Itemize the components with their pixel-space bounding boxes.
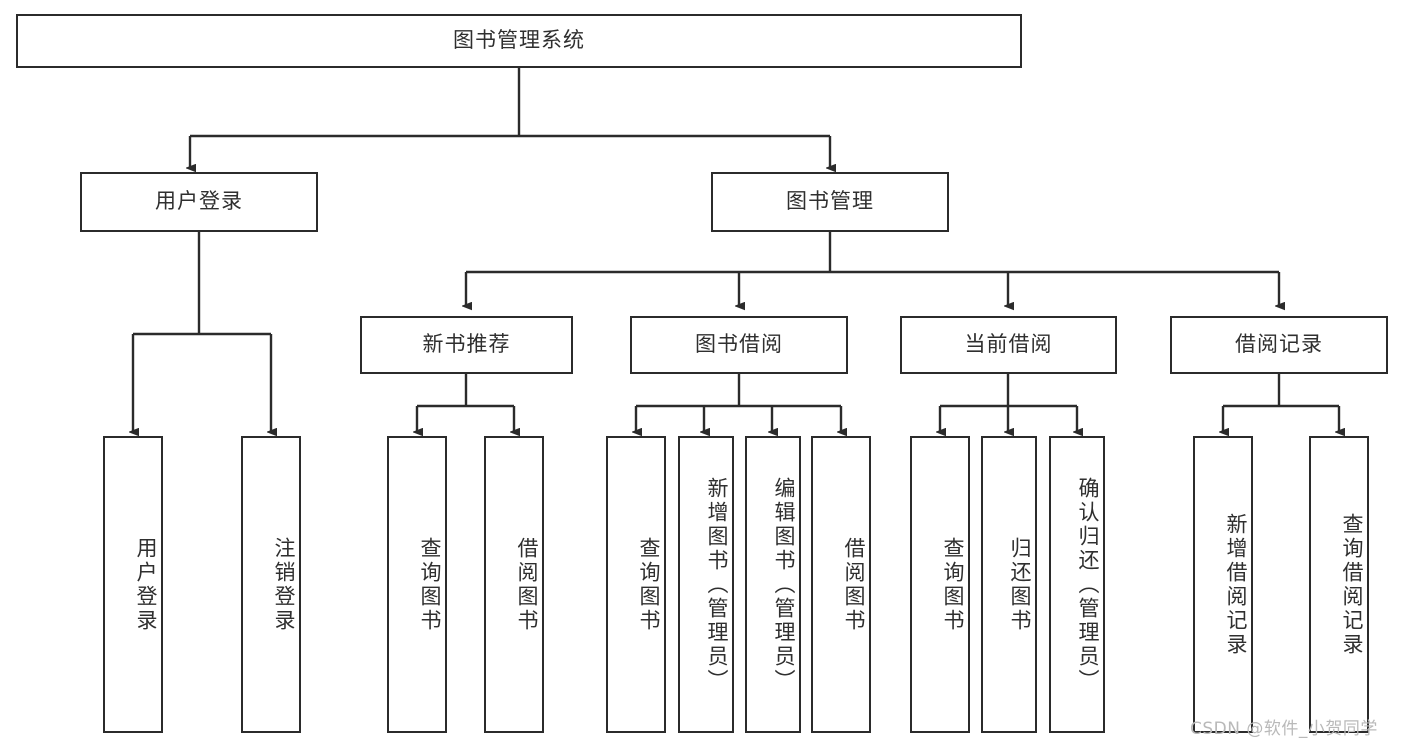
node-label: 查询图书 (941, 536, 965, 633)
node-new-book-recommend[interactable]: 新书推荐 (360, 316, 573, 374)
node-label: 新书推荐 (422, 332, 511, 357)
node-label: 编辑图书（管理员） (772, 476, 796, 693)
leaf-borrow-edit-book-admin[interactable]: 编辑图书（管理员） (745, 436, 801, 733)
node-label: 查询图书 (637, 536, 661, 633)
node-label: 注销登录 (272, 536, 296, 633)
node-label: 新增借阅记录 (1224, 512, 1248, 657)
node-user-login[interactable]: 用户登录 (80, 172, 318, 232)
leaf-user-login[interactable]: 用户登录 (103, 436, 163, 733)
node-label: 确认归还（管理员） (1076, 476, 1100, 693)
node-label: 图书借阅 (695, 332, 783, 357)
node-label: 用户登录 (134, 536, 158, 633)
node-label: 图书管理 (786, 189, 874, 214)
leaf-user-logout[interactable]: 注销登录 (241, 436, 301, 733)
node-book-management[interactable]: 图书管理 (711, 172, 949, 232)
node-label: 当前借阅 (964, 332, 1053, 357)
node-label: 归还图书 (1008, 536, 1032, 633)
leaf-borrow-borrow-book[interactable]: 借阅图书 (811, 436, 871, 733)
leaf-records-add-record[interactable]: 新增借阅记录 (1193, 436, 1253, 733)
leaf-new-books-query[interactable]: 查询图书 (387, 436, 447, 733)
csdn-watermark: CSDN @软件_小贺同学 (1190, 719, 1378, 739)
leaf-records-query-record[interactable]: 查询借阅记录 (1309, 436, 1369, 733)
node-label: 借阅图书 (515, 536, 539, 633)
node-label: 新增图书（管理员） (705, 476, 729, 693)
node-label: 借阅记录 (1235, 332, 1323, 357)
leaf-current-confirm-return-admin[interactable]: 确认归还（管理员） (1049, 436, 1105, 733)
leaf-borrow-add-book-admin[interactable]: 新增图书（管理员） (678, 436, 734, 733)
leaf-current-return-book[interactable]: 归还图书 (981, 436, 1037, 733)
leaf-borrow-query-book[interactable]: 查询图书 (606, 436, 666, 733)
node-borrow-records[interactable]: 借阅记录 (1170, 316, 1388, 374)
node-label: 查询借阅记录 (1340, 512, 1364, 657)
node-label: 查询图书 (418, 536, 442, 633)
node-label: 借阅图书 (842, 536, 866, 633)
leaf-new-books-borrow[interactable]: 借阅图书 (484, 436, 544, 733)
node-label: 用户登录 (155, 189, 243, 214)
leaf-current-query-book[interactable]: 查询图书 (910, 436, 970, 733)
node-book-borrow[interactable]: 图书借阅 (630, 316, 848, 374)
node-root-system[interactable]: 图书管理系统 (16, 14, 1022, 68)
node-current-borrow[interactable]: 当前借阅 (900, 316, 1117, 374)
node-label: 图书管理系统 (453, 28, 585, 53)
